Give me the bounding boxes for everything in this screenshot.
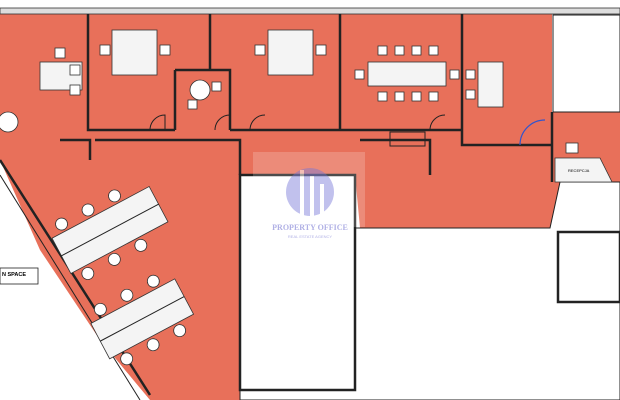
office-5-furniture — [465, 61, 504, 108]
open-space-label: N SPACE — [2, 272, 26, 278]
reception-label: RECEPCJA — [568, 168, 590, 173]
reception: RECEPCJA — [554, 142, 613, 183]
open-space-desks-1 — [51, 185, 169, 280]
svg-text:PROPERTY OFFICE: PROPERTY OFFICE — [272, 223, 348, 232]
office-3-furniture — [187, 79, 222, 110]
watermark-logo: PROPERTY OFFICE REAL ESTATE AGENCY — [253, 152, 365, 239]
svg-text:REAL ESTATE AGENCY: REAL ESTATE AGENCY — [288, 234, 332, 239]
hatched-area-right-top — [552, 14, 620, 113]
open-space-desks-2 — [90, 274, 195, 366]
conference-table — [354, 45, 460, 102]
office-2-furniture — [99, 29, 171, 76]
office-4-furniture — [254, 29, 327, 76]
office-1-furniture — [0, 47, 83, 133]
shaft — [556, 230, 620, 304]
